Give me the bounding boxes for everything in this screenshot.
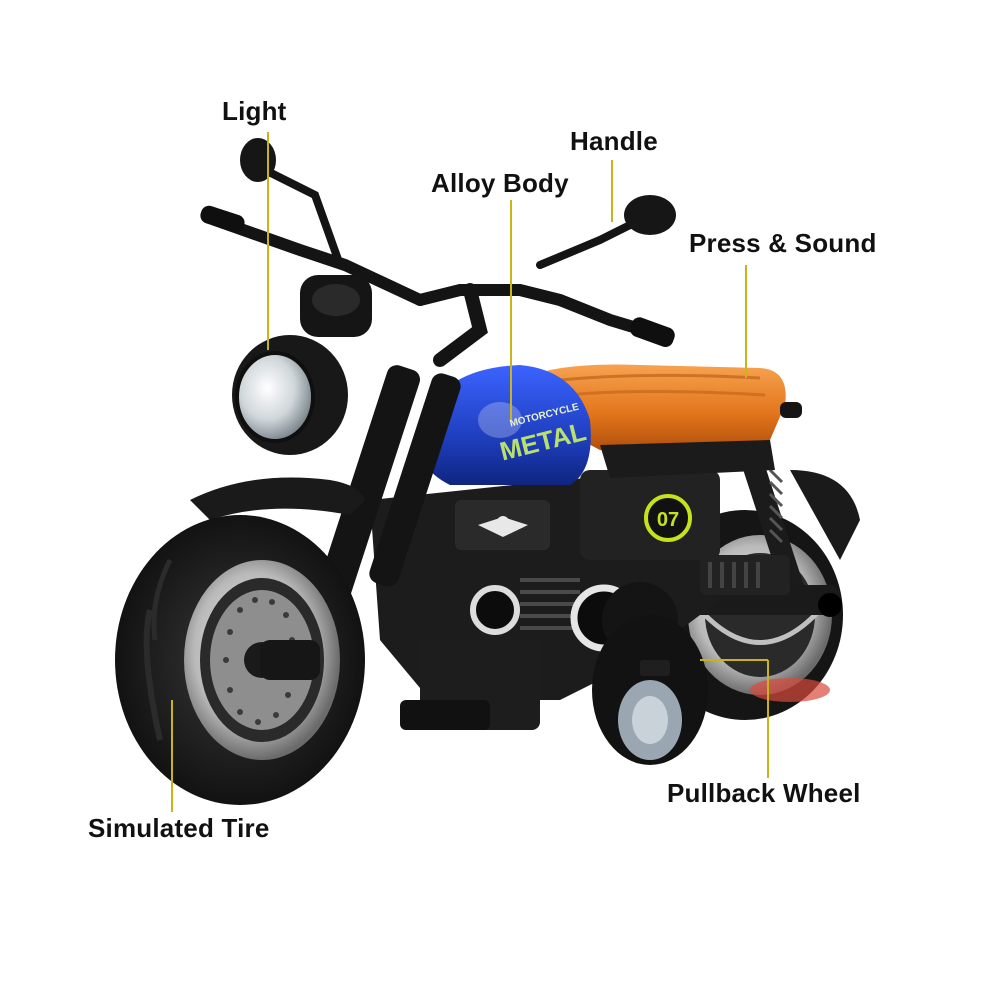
kickstand-base: [400, 700, 490, 730]
label-alloy-body: Alloy Body: [431, 168, 569, 198]
label-press-sound: Press & Sound: [689, 228, 877, 258]
front-fender: [190, 477, 365, 520]
headlight: [232, 335, 348, 455]
handlebars: [209, 166, 666, 367]
handle-grips: [200, 205, 675, 348]
pullback-wheel: [592, 615, 708, 765]
label-light: Light: [222, 96, 287, 126]
right-mirror: [624, 195, 676, 235]
leader-lines: [171, 132, 769, 812]
label-pullback-wheel: Pullback Wheel: [667, 778, 861, 808]
speedometer: [300, 275, 372, 337]
blue-fuel-tank: MOTORCYCLE METAL: [420, 365, 591, 485]
number-badge: 07: [644, 494, 692, 542]
left-mirror: [240, 138, 276, 182]
label-handle: Handle: [570, 126, 658, 156]
front-wheel: [115, 515, 365, 805]
label-simulated-tire: Simulated Tire: [88, 813, 270, 843]
badge-number: 07: [657, 509, 679, 531]
engine-fins: [520, 578, 580, 630]
